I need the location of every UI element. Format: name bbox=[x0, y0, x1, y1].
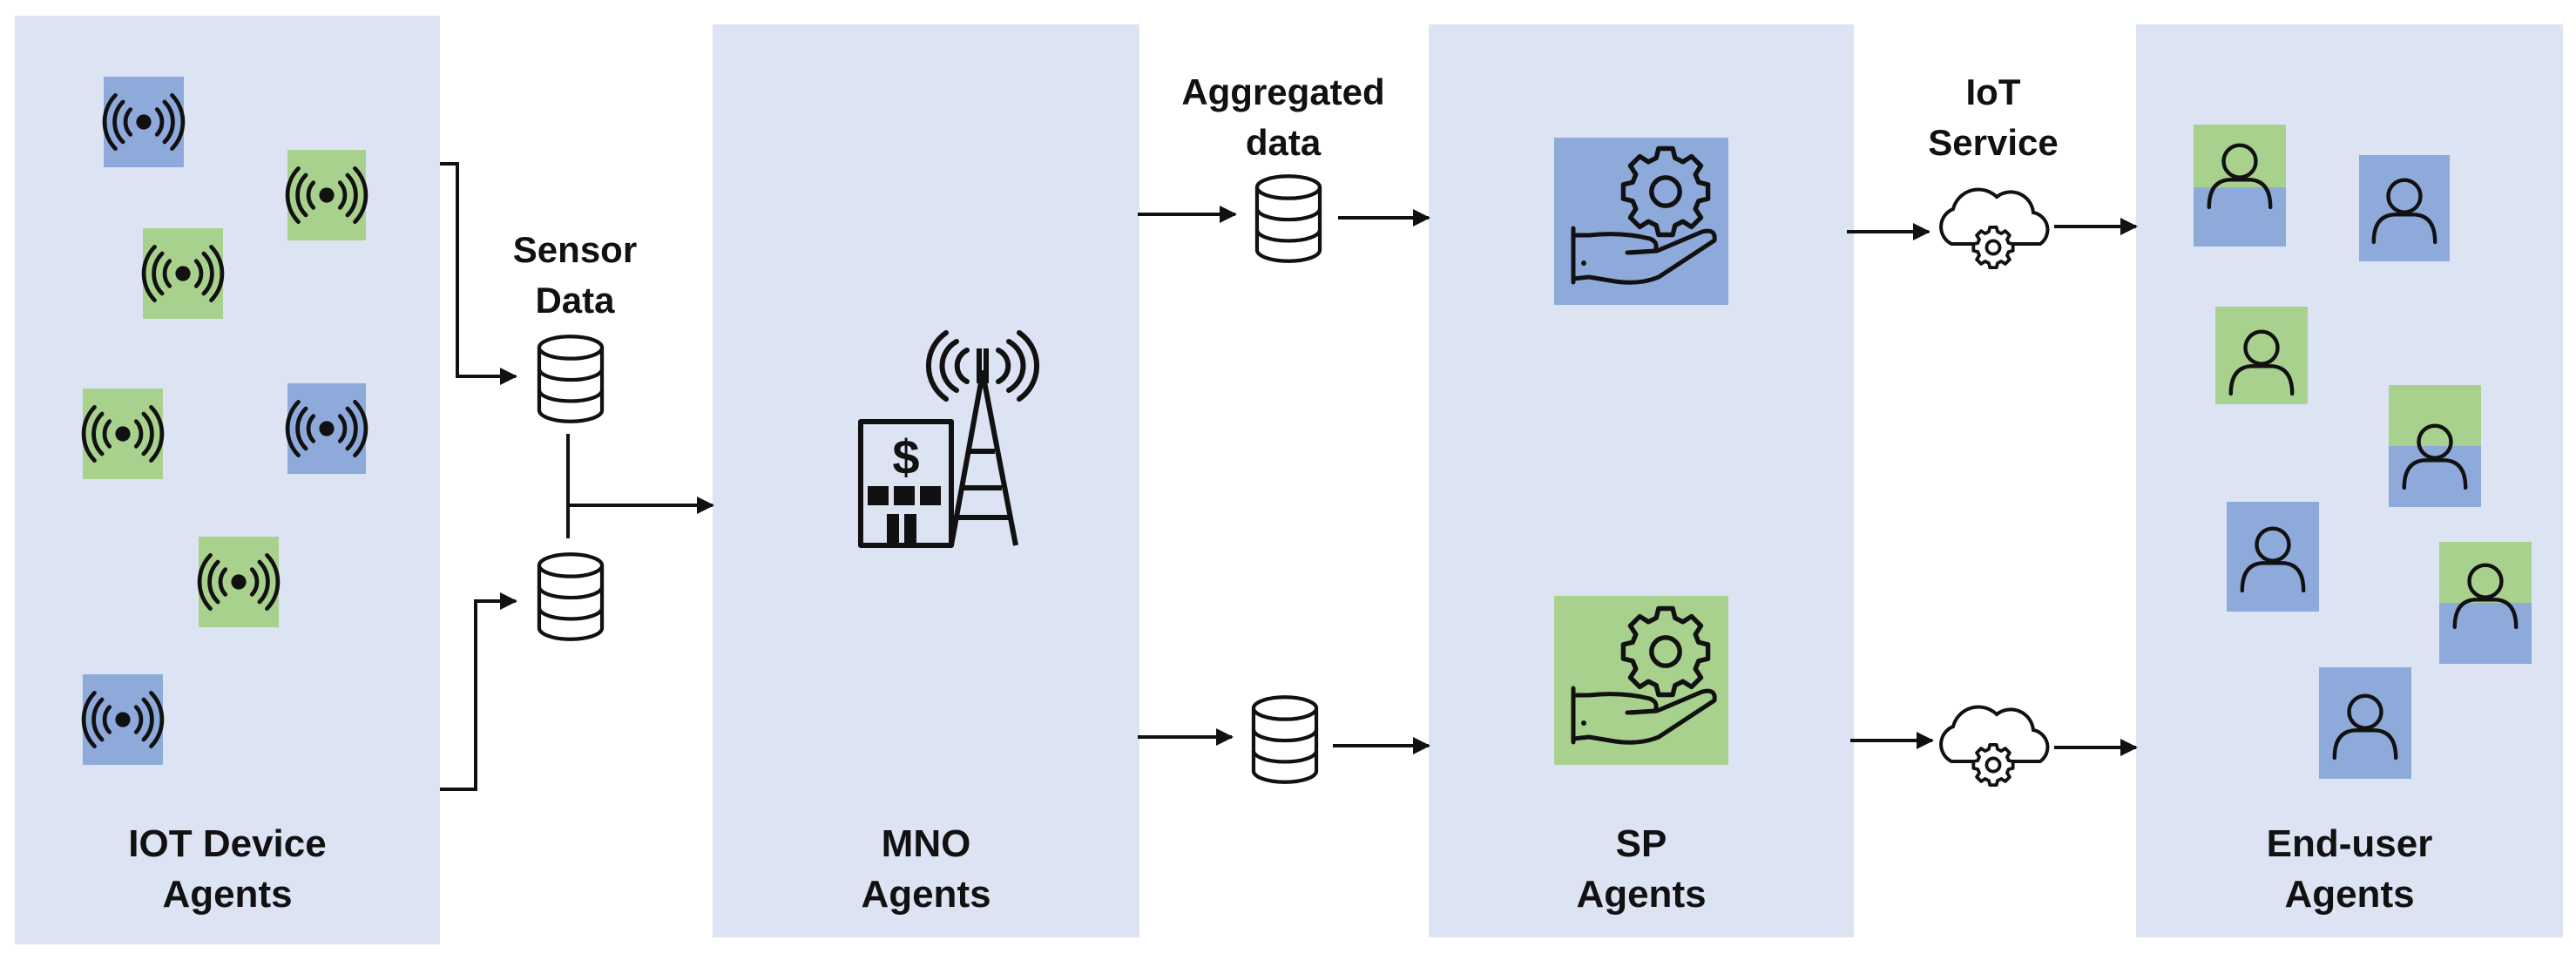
end-user-3 bbox=[2215, 307, 2308, 404]
end-user-4 bbox=[2389, 385, 2481, 507]
aggregated-data-label: Aggregated data bbox=[1153, 67, 1414, 168]
sensor-to-db-bottom-connector bbox=[440, 592, 517, 791]
sensor-database-top-icon bbox=[539, 336, 602, 422]
aggregated-database-bottom-icon bbox=[1254, 697, 1316, 782]
end-user-5 bbox=[2227, 502, 2319, 612]
mno-agents-label-line2: Agents bbox=[861, 873, 991, 916]
iot-device-agents-label-line1: IOT Device bbox=[128, 822, 327, 865]
sp-to-cloud-bottom-arrow bbox=[1850, 732, 2138, 756]
end-user-agents-label: End-user Agents bbox=[2140, 819, 2559, 920]
end-user-1 bbox=[2194, 125, 2286, 247]
end-user-7 bbox=[2319, 667, 2411, 779]
iot-sensor-green-3 bbox=[83, 389, 163, 479]
cloud-gear-icon bbox=[1941, 707, 2047, 785]
db-to-mno-connector bbox=[566, 434, 714, 538]
sp-to-cloud-top-arrow bbox=[1847, 218, 2138, 240]
mno-to-db-bottom-arrow bbox=[1138, 728, 1430, 754]
aggregated-data-label-line1: Aggregated bbox=[1181, 71, 1385, 112]
svg-text:$: $ bbox=[892, 429, 919, 484]
sensor-to-db-top-connector bbox=[440, 162, 517, 385]
iot-sensor-green-1 bbox=[287, 150, 366, 240]
iot-sensor-green-2 bbox=[143, 228, 223, 319]
sensor-data-label-line1: Sensor bbox=[512, 229, 638, 270]
iot-device-agents-label-line2: Agents bbox=[162, 873, 293, 916]
aggregated-data-label-line2: data bbox=[1245, 122, 1322, 163]
end-user-6 bbox=[2439, 542, 2532, 664]
end-user-2 bbox=[2359, 155, 2450, 261]
sensor-data-label-line2: Data bbox=[535, 280, 615, 321]
sp-agents-label-line2: Agents bbox=[1576, 873, 1707, 916]
cloud-gear-icon bbox=[1941, 189, 2047, 267]
iot-service-label: IoT Service bbox=[1863, 67, 2124, 168]
sp-provider-blue bbox=[1554, 138, 1728, 305]
iot-sensor-green-4 bbox=[199, 537, 279, 627]
sp-agents-label: SP Agents bbox=[1432, 819, 1850, 920]
iot-device-agents-label: IOT Device Agents bbox=[18, 819, 436, 920]
iot-sensor-blue-2 bbox=[287, 383, 366, 474]
iot-service-label-line1: IoT bbox=[1965, 71, 2021, 112]
end-user-agents-label-line2: Agents bbox=[2284, 873, 2415, 916]
iot-device-agents-panel bbox=[15, 16, 440, 944]
sensor-database-bottom-icon bbox=[539, 554, 602, 639]
sensor-data-label: Sensor Data bbox=[444, 225, 706, 326]
mno-agents-panel bbox=[713, 24, 1139, 937]
mno-to-db-top-arrow bbox=[1138, 206, 1430, 227]
sp-agents-label-line1: SP bbox=[1615, 822, 1667, 865]
mno-agents-label: MNO Agents bbox=[717, 819, 1135, 920]
mno-agents-label-line1: MNO bbox=[881, 822, 971, 865]
cell-tower-icon: $ bbox=[858, 330, 1040, 548]
end-user-agents-label-line1: End-user bbox=[2266, 822, 2433, 865]
iot-sensor-blue-1 bbox=[104, 77, 184, 167]
aggregated-database-top-icon bbox=[1257, 176, 1320, 261]
iot-service-label-line2: Service bbox=[1928, 122, 2059, 163]
iot-sensor-blue-3 bbox=[83, 674, 163, 765]
sp-provider-green bbox=[1554, 596, 1728, 765]
